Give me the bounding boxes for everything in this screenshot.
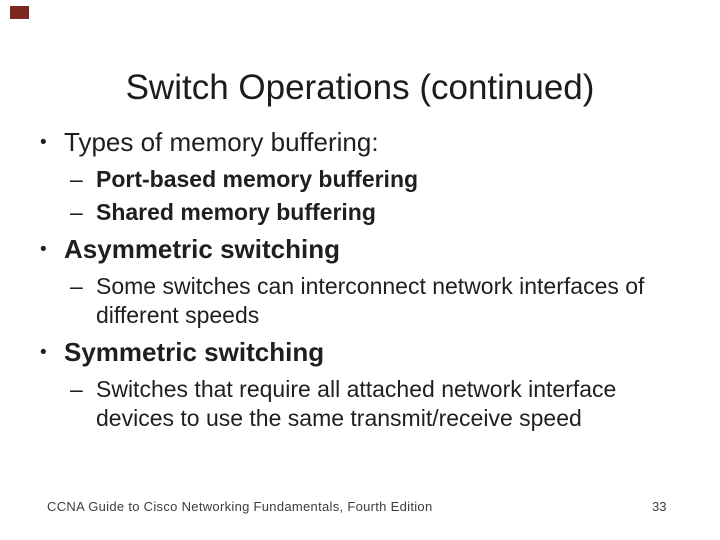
bullet-text: Types of memory buffering:: [64, 127, 379, 157]
sub-bullet-text: Switches that require all attached netwo…: [96, 376, 617, 431]
dash-glyph: –: [70, 199, 83, 225]
slide-title: Switch Operations (continued): [125, 68, 595, 108]
bullet-text: Asymmetric switching: [64, 234, 340, 264]
sub-bullet-item: – Some switches can interconnect network…: [70, 272, 690, 330]
bullet-glyph: •: [40, 132, 47, 153]
bullet-item: • Asymmetric switching: [40, 233, 690, 266]
sub-bullet-text: Port-based memory buffering: [96, 166, 419, 192]
sub-bullet-item: – Shared memory buffering: [70, 198, 690, 227]
corner-accent-mark: [10, 6, 29, 19]
footer-citation: CCNA Guide to Cisco Networking Fundament…: [47, 499, 433, 514]
dash-glyph: –: [70, 376, 83, 402]
dash-glyph: –: [70, 273, 83, 299]
sub-bullet-text: Some switches can interconnect network i…: [96, 273, 645, 328]
bullet-glyph: •: [40, 342, 47, 363]
slide-body: • Types of memory buffering: – Port-base…: [40, 126, 690, 433]
page-number: 33: [652, 499, 667, 514]
sub-bullet-item: – Switches that require all attached net…: [70, 375, 690, 433]
sub-bullet-text: Shared memory buffering: [96, 199, 376, 225]
bullet-glyph: •: [40, 239, 47, 260]
bullet-item: • Types of memory buffering:: [40, 126, 690, 159]
bullet-item: • Symmetric switching: [40, 336, 690, 369]
dash-glyph: –: [70, 166, 83, 192]
sub-bullet-item: – Port-based memory buffering: [70, 165, 690, 194]
bullet-text: Symmetric switching: [64, 337, 325, 367]
